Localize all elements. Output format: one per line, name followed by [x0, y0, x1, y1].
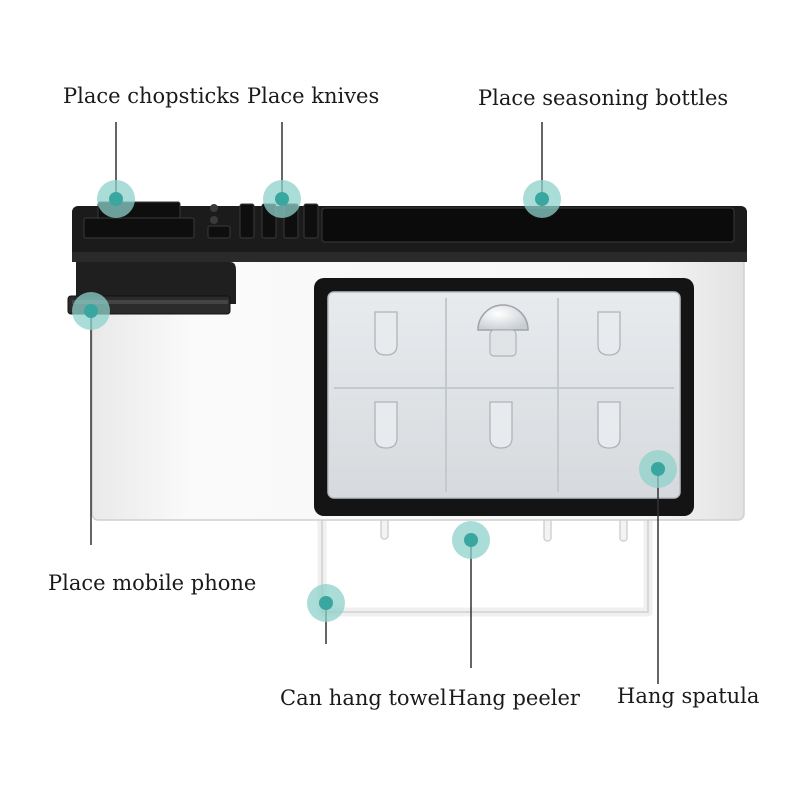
- label-can-hang-towel: Can hang towel: [280, 686, 447, 710]
- hanging-hooks: [380, 514, 628, 542]
- seasoning-box: [314, 278, 694, 516]
- teal-dot-icon: [72, 180, 677, 622]
- label-place-mobile-phone: Place mobile phone: [48, 571, 257, 595]
- label-place-chopsticks: Place chopsticks: [63, 84, 240, 108]
- label-hang-peeler: Hang peeler: [448, 686, 580, 710]
- label-place-seasoning-bottles: Place seasoning bottles: [478, 86, 729, 110]
- label-hang-spatula: Hang spatula: [617, 684, 760, 708]
- phone-holder: [67, 262, 236, 315]
- label-place-knives: Place knives: [247, 84, 380, 108]
- towel-bar: [317, 515, 653, 617]
